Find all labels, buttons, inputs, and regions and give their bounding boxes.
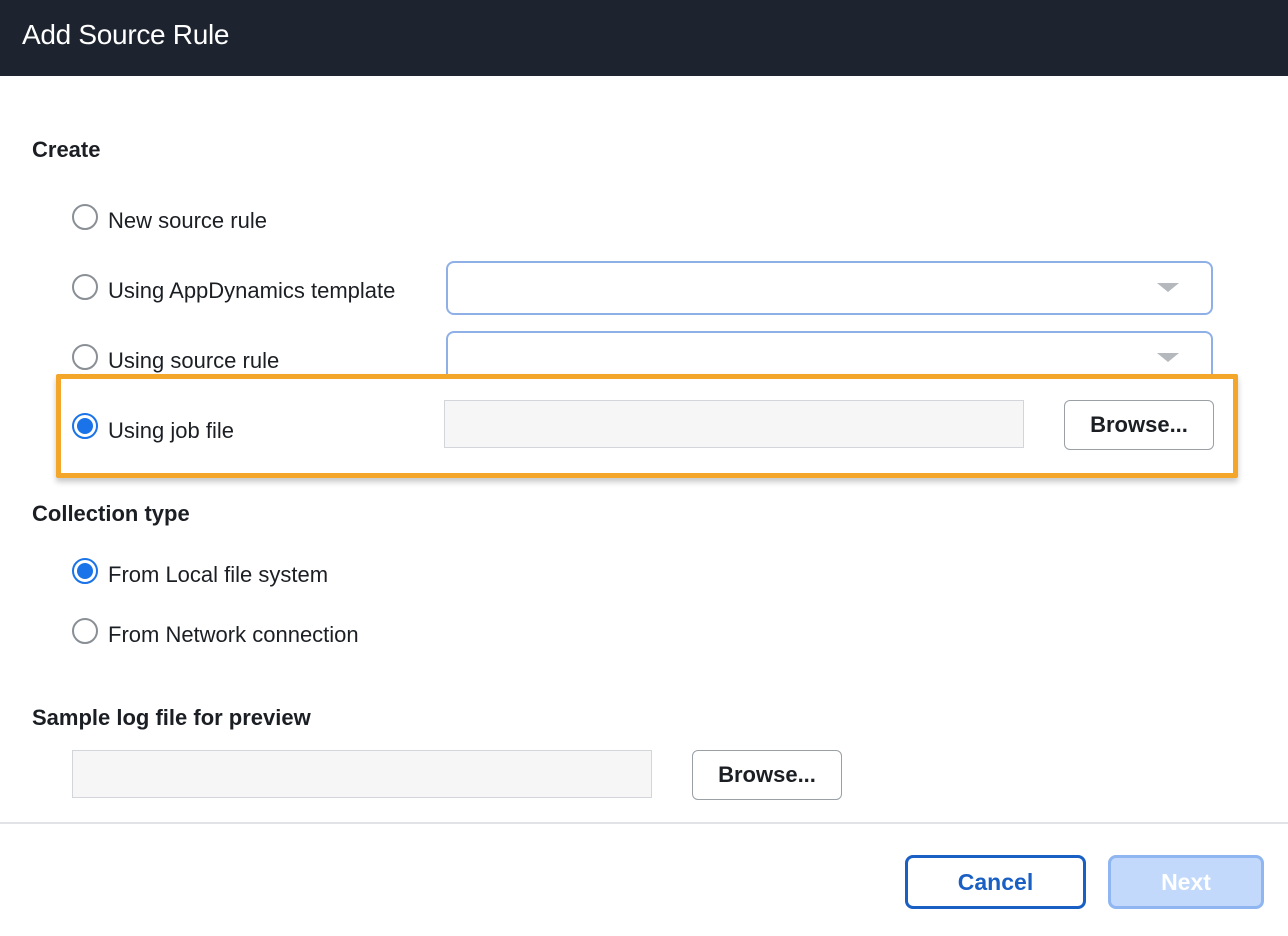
dialog-title: Add Source Rule <box>22 19 230 50</box>
template-select[interactable] <box>446 261 1213 315</box>
job-file-path-field[interactable] <box>444 400 1024 448</box>
new-source-rule-label[interactable]: New source rule <box>108 208 267 233</box>
dialog-title-bar: Add Source Rule <box>0 0 1288 76</box>
radio-new-source-rule[interactable] <box>72 204 98 230</box>
collection-type-heading: Collection type <box>32 501 190 526</box>
network-connection-label[interactable]: From Network connection <box>108 622 359 647</box>
create-heading: Create <box>32 137 101 162</box>
using-source-rule-label[interactable]: Using source rule <box>108 348 280 373</box>
footer-divider <box>0 822 1288 824</box>
cancel-button[interactable]: Cancel <box>905 855 1086 909</box>
using-job-file-label[interactable]: Using job file <box>108 418 234 443</box>
chevron-down-icon <box>1157 353 1179 362</box>
appdynamics-template-label[interactable]: Using AppDynamics template <box>108 278 396 303</box>
sample-log-heading: Sample log file for preview <box>32 705 311 730</box>
radio-local-file-system[interactable] <box>72 558 98 584</box>
chevron-down-icon <box>1157 283 1179 292</box>
job-file-browse-button[interactable]: Browse... <box>1064 400 1214 450</box>
radio-using-source-rule[interactable] <box>72 344 98 370</box>
local-file-system-label[interactable]: From Local file system <box>108 562 329 587</box>
sample-log-browse-button[interactable]: Browse... <box>692 750 842 800</box>
radio-appdynamics-template[interactable] <box>72 274 98 300</box>
sample-log-path-field[interactable] <box>72 750 652 798</box>
radio-network-connection[interactable] <box>72 618 98 644</box>
radio-using-job-file[interactable] <box>72 413 98 439</box>
next-button[interactable]: Next <box>1108 855 1264 909</box>
